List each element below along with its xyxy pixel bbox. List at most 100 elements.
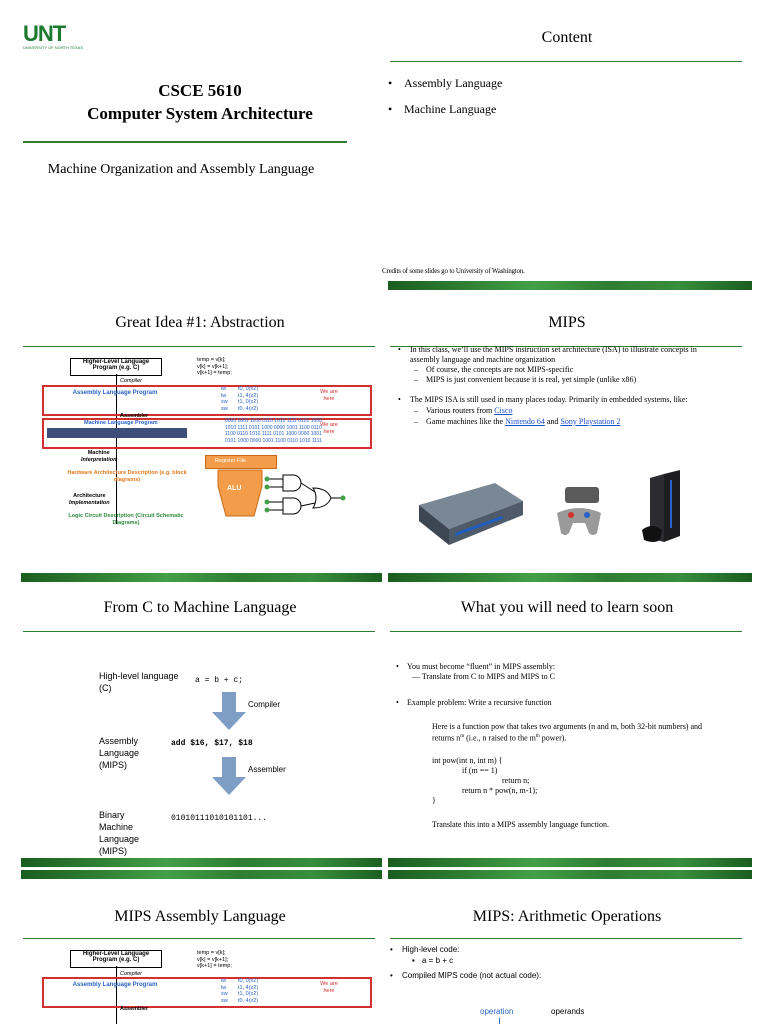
slide-abstraction: Great Idea #1: Abstraction Higher-Level … xyxy=(15,300,385,582)
title-rule xyxy=(23,141,347,143)
bin-label: Binary Machine Language (MIPS) xyxy=(99,810,140,856)
logic-gates xyxy=(264,474,346,515)
hl-label: High-level language (C) xyxy=(99,671,179,693)
credits-text: Credits of some slides go to University … xyxy=(382,267,525,275)
n64-link[interactable]: Nintendo 64 xyxy=(505,417,545,426)
pow-code: int pow(int n, int m) { if (m == 1) retu… xyxy=(432,755,538,805)
bullet-fluent: You must become “fluent” in MIPS assembl… xyxy=(407,662,556,671)
we-are-here-1: We are here xyxy=(320,389,338,402)
operands-label: operands xyxy=(551,1007,585,1016)
sub-bullet: MIPS is just convenient because it is re… xyxy=(426,375,637,384)
we-are-here: We are here xyxy=(320,981,338,994)
title-rule xyxy=(23,631,375,632)
slide-title: Content xyxy=(541,29,593,46)
compiler-label: Compiler xyxy=(120,971,143,977)
slide-title: MIPS Assembly Language xyxy=(114,908,286,925)
slide-content: Content Assembly Language Machine Langua… xyxy=(382,15,752,297)
bin-code: 01010111010101101... xyxy=(171,814,268,823)
slide-mips-assembly: MIPS Assembly Language Higher-Level Lang… xyxy=(15,870,385,1024)
slide-subtitle: Machine Organization and Assembly Langua… xyxy=(47,162,315,177)
assembler-label: Assembler xyxy=(120,1006,149,1012)
assembler-label: Assembler xyxy=(120,413,149,419)
register-file xyxy=(205,455,277,469)
assembler-arrow-stem xyxy=(222,757,236,777)
hl-code: a = b + c xyxy=(422,956,454,965)
asm-box: Assembly Language Program xyxy=(72,982,158,988)
cisco-link[interactable]: Cisco xyxy=(494,406,513,415)
logic-label: Logic Circuit Description (Circuit Schem… xyxy=(68,513,184,526)
mlp-bar xyxy=(47,428,187,438)
sub-bullet: Various routers from xyxy=(426,406,495,415)
slide-title: From C to Machine Language xyxy=(103,599,297,616)
footer-bar xyxy=(21,573,385,582)
slide-title: UNT UNIVERSITY OF NORTH TEXAS CSCE 5610 … xyxy=(15,15,385,297)
asm-args: t0, 0(x2)t1, 4(x2)t1, 0(x2)t0, 4(x2) xyxy=(238,386,259,412)
footer-bar xyxy=(21,858,385,867)
footer-bar xyxy=(388,573,752,582)
problem-text: Here is a function pow that takes two ar… xyxy=(432,722,703,743)
asm-args: t0, 0(x2)t1, 4(x2)t1, 0(x2)t0, 4(x2) xyxy=(238,978,259,1004)
operation-label: operation xyxy=(480,1007,514,1016)
ps2-link[interactable]: Sony Playstation 2 xyxy=(560,417,621,426)
slide-title: Great Idea #1: Abstraction xyxy=(115,314,285,331)
operation-pointer xyxy=(499,1018,500,1024)
sub-bullet: Game machines like the xyxy=(426,417,506,426)
unt-logo: UNT UNIVERSITY OF NORTH TEXAS xyxy=(23,21,84,51)
router-image xyxy=(419,483,523,545)
asm-label: Assembly Language (MIPS) xyxy=(99,736,140,770)
asm-box: Assembly Language Program xyxy=(72,390,158,396)
learn-body: • You must become “fluent” in MIPS assem… xyxy=(382,662,722,830)
c-code: temp = v[k];v[k] = v[k+1];v[k+1] = temp; xyxy=(197,357,232,376)
bullet-compiled: Compiled MIPS code (not actual code): xyxy=(402,971,542,980)
translate-text: Translate this into a MIPS assembly lang… xyxy=(432,819,610,829)
bullet-isa: In this class, we’ll use the MIPS instru… xyxy=(410,345,697,364)
bullet-example: Example problem: Write a recursive funct… xyxy=(407,698,552,707)
hl-code: a = b + c; xyxy=(195,676,244,685)
list-item: Assembly Language xyxy=(382,70,502,96)
list-item: Machine Language xyxy=(382,96,502,122)
alu-diagram xyxy=(217,469,263,517)
asm-code: add $16, $17, $18 xyxy=(171,739,253,748)
compiler-label: Compiler xyxy=(248,700,281,709)
slide-c-to-machine: From C to Machine Language High-level la… xyxy=(15,585,385,867)
flow-line xyxy=(116,374,117,524)
sub-translate: — Translate from C to MIPS and MIPS to C xyxy=(412,672,555,681)
mips-body: • In this class, we’ll use the MIPS inst… xyxy=(398,345,697,426)
compiler-arrow-icon xyxy=(212,712,246,730)
footer-bar xyxy=(388,281,752,290)
slide-title: MIPS: Arithmetic Operations xyxy=(472,908,662,925)
title-rule xyxy=(23,346,375,347)
register-file-label: Register File xyxy=(215,458,246,464)
title-rule xyxy=(390,346,742,347)
header-bar xyxy=(388,870,752,879)
hw-arch-label: Hardware Architecture Description (e.g. … xyxy=(67,470,187,483)
title-rule xyxy=(23,938,375,939)
title-rule xyxy=(390,61,742,62)
slide-mips: MIPS • In this class, we’ll use the MIPS… xyxy=(382,300,752,582)
bullet-hl-code: High-level code: xyxy=(402,945,460,954)
we-are-here-2: We are here xyxy=(320,422,338,435)
mlp-label: Machine Language Program xyxy=(84,420,158,426)
alu-label: ALU xyxy=(227,485,242,492)
title-rule xyxy=(390,938,742,939)
assembler-arrow-icon xyxy=(212,777,246,795)
ps2-image xyxy=(642,470,680,542)
compiler-label: Compiler xyxy=(120,378,143,384)
bullet-embedded: The MIPS ISA is still used in many place… xyxy=(410,395,688,404)
flow-line xyxy=(116,966,117,1024)
slide-arithmetic: MIPS: Arithmetic Operations • High-level… xyxy=(382,870,752,1024)
bullet-list: Assembly Language Machine Language xyxy=(382,70,502,122)
slide-learn-soon: What you will need to learn soon • You m… xyxy=(382,585,752,867)
slide-title: MIPS xyxy=(548,314,586,331)
asm-highlight xyxy=(42,977,372,1008)
assembler-label: Assembler xyxy=(248,765,286,774)
title-rule xyxy=(390,631,742,632)
course-number: CSCE 5610 xyxy=(158,81,242,100)
asm-highlight xyxy=(42,385,372,416)
sub-bullet: Of course, the concepts are not MIPS-spe… xyxy=(426,365,574,374)
